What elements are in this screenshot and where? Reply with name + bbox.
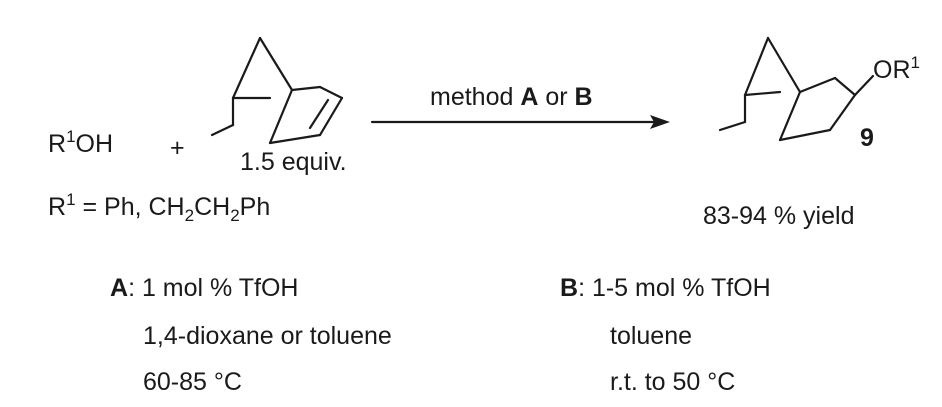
arrow-label-method: method — [430, 83, 521, 111]
reactant-r-symbol: R — [48, 130, 67, 158]
arrow-label-b: B — [574, 83, 593, 111]
method-b-line1: B: 1-5 mol % TfOH — [560, 276, 771, 301]
r1-def-end: Ph — [239, 193, 271, 221]
norbornene-structure — [210, 36, 344, 145]
method-a-label: A — [110, 274, 129, 302]
r1-def-r: R — [48, 193, 67, 221]
method-a-solvent: 1,4-dioxane or toluene — [143, 322, 392, 350]
r1-def-sub1: 2 — [184, 206, 195, 225]
r1-def-sup: 1 — [66, 190, 76, 209]
reactant-r-superscript: 1 — [66, 127, 76, 146]
product-or-sup: 1 — [910, 53, 920, 72]
compound-number: 9 — [860, 124, 874, 152]
r1-definition: R1 = Ph, CH2CH2Ph — [48, 191, 271, 224]
arrow-label-or: or — [538, 83, 575, 111]
r1-def-eq: = Ph, CH — [75, 193, 185, 221]
r1-def-sub2: 2 — [230, 206, 240, 225]
norbornene-equiv: 1.5 equiv. — [240, 148, 347, 176]
product-yield: 83-94 % yield — [703, 202, 855, 230]
reactant-alcohol: R1OH — [48, 128, 114, 158]
method-b-catalyst: : 1-5 mol % TfOH — [578, 274, 771, 302]
reaction-arrow — [370, 115, 670, 129]
product-structure — [718, 36, 875, 142]
method-b-temperature: r.t. to 50 °C — [610, 368, 736, 396]
product-or: OR — [873, 56, 911, 84]
method-b-solvent: toluene — [610, 322, 693, 350]
arrow-label-a: A — [520, 83, 539, 111]
r1-def-mid: CH — [194, 193, 231, 221]
product-substituent: OR1 — [873, 54, 920, 84]
plus-sign: + — [170, 134, 185, 162]
method-b-label: B — [560, 274, 579, 302]
method-a-line1: A: 1 mol % TfOH — [110, 276, 298, 301]
method-a-temperature: 60-85 °C — [143, 368, 242, 396]
arrow-label: method A or B — [430, 85, 593, 110]
method-a-catalyst: : 1 mol % TfOH — [128, 274, 299, 302]
reactant-oh: OH — [75, 130, 114, 158]
